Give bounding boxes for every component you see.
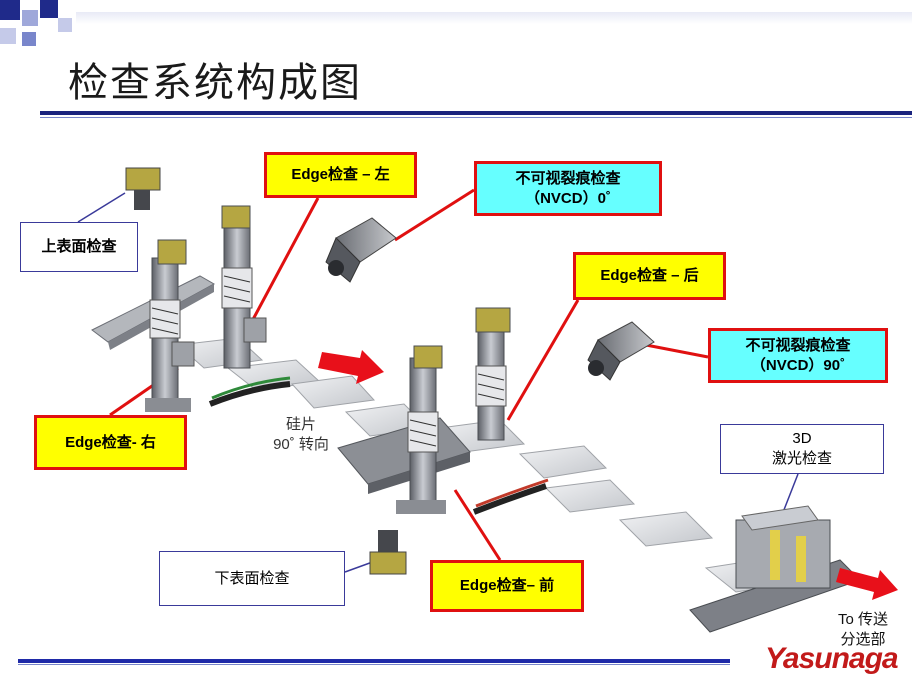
station-front bbox=[396, 345, 446, 514]
station-left-rear bbox=[221, 205, 267, 369]
wafer-3 bbox=[290, 375, 376, 409]
nvcd-camera-0 bbox=[325, 217, 397, 283]
to-sorting-text: To 传送 分选部 bbox=[818, 610, 908, 650]
wafer-rotation-text: 硅片 90˚ 转向 bbox=[246, 415, 356, 455]
turning-stage bbox=[337, 417, 471, 494]
flow-arrow-2 bbox=[836, 568, 898, 600]
corner-square-mid bbox=[22, 32, 36, 46]
edge-back-callout: Edge检查 – 后 bbox=[573, 252, 726, 300]
nvcd-0-line1: 不可视裂痕检查 bbox=[515, 169, 621, 187]
corner-square-light bbox=[0, 28, 16, 44]
company-logo: Yasunaga bbox=[765, 642, 899, 675]
title-rule-thin bbox=[40, 117, 912, 118]
top-surface-label: 上表面检查 bbox=[20, 222, 138, 272]
to-sorting-line1: To 传送 bbox=[837, 611, 888, 628]
connector-top-surface bbox=[77, 192, 126, 223]
top-surface-camera bbox=[125, 167, 161, 210]
corner-square-light bbox=[22, 10, 38, 26]
connector-edge-back bbox=[506, 299, 580, 421]
wafer-rotation-line2: 90˚ 转向 bbox=[273, 436, 329, 453]
connector-edge-left bbox=[248, 197, 320, 326]
nvcd-camera-90 bbox=[587, 321, 655, 381]
station-left bbox=[91, 239, 216, 412]
top-band bbox=[76, 12, 912, 24]
laser-line2: 激光检查 bbox=[771, 450, 832, 467]
nvcd-0-callout: 不可视裂痕检查 （NVCD）0˚ bbox=[474, 161, 662, 216]
laser-callout: 3D 激光检查 bbox=[720, 424, 884, 474]
station-back bbox=[475, 307, 511, 441]
connector-edge-front bbox=[453, 489, 502, 561]
edge-left-callout: Edge检查 – 左 bbox=[264, 152, 417, 198]
laser-station bbox=[689, 505, 861, 633]
flow-arrows bbox=[318, 350, 898, 600]
wafer-rotation-line1: 硅片 bbox=[285, 416, 316, 433]
wafer-6 bbox=[518, 445, 608, 479]
footer-rule bbox=[18, 659, 730, 663]
connector-nvcd90 bbox=[645, 343, 709, 359]
to-sorting-line2: 分选部 bbox=[840, 631, 886, 648]
nvcd-90-callout: 不可视裂痕检查 （NVCD）90˚ bbox=[708, 328, 888, 383]
nvcd-90-line2: （NVCD）90˚ bbox=[750, 356, 846, 374]
page-title: 检查系统构成图 bbox=[68, 60, 362, 106]
edge-right-callout: Edge检查- 右 bbox=[34, 415, 187, 470]
edge-front-callout: Edge检查– 前 bbox=[430, 560, 584, 612]
connector-nvcd0 bbox=[394, 188, 475, 242]
laser-line1: 3D bbox=[792, 430, 812, 447]
corner-square-light bbox=[58, 18, 72, 32]
title-rule bbox=[40, 111, 912, 115]
footer-rule-thin bbox=[18, 664, 730, 665]
nvcd-90-line1: 不可视裂痕检查 bbox=[745, 336, 851, 354]
bottom-surface-label: 下表面检查 bbox=[159, 551, 345, 606]
bottom-surface-camera bbox=[369, 530, 407, 575]
cable-carriers bbox=[208, 376, 549, 515]
corner-square-dark bbox=[40, 0, 58, 18]
corner-square-dark bbox=[0, 0, 20, 20]
nvcd-0-line2: （NVCD）0˚ bbox=[525, 189, 611, 207]
wafer-7 bbox=[544, 479, 636, 513]
wafer-8 bbox=[618, 511, 714, 547]
flow-arrow-1 bbox=[318, 350, 384, 384]
